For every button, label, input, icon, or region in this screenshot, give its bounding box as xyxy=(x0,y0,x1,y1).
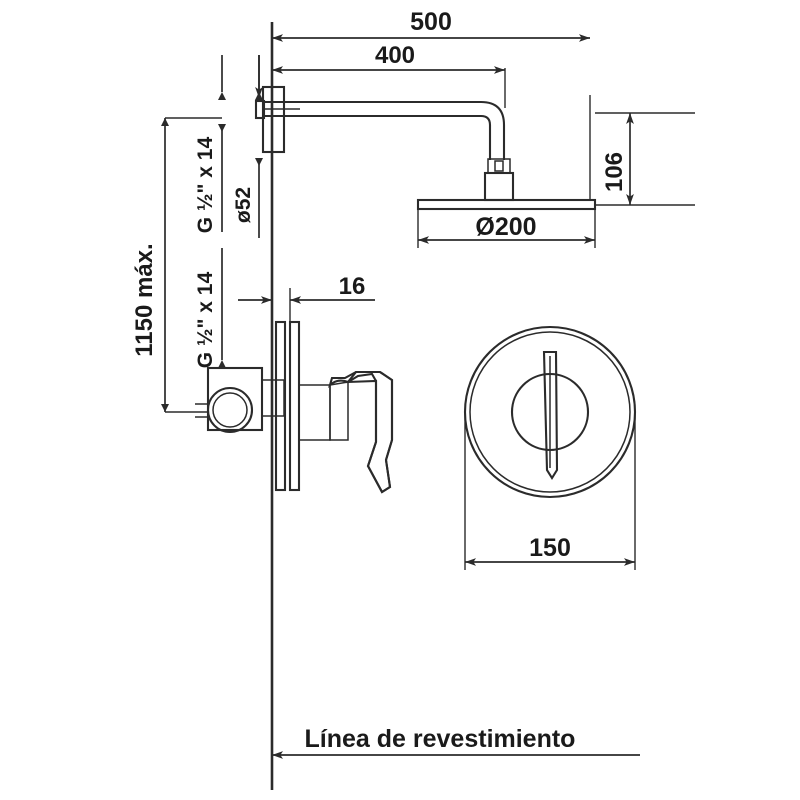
dimension-head-diameter: Ø200 xyxy=(417,209,596,248)
shower-head-disc xyxy=(416,198,597,211)
dimension-16-label: 16 xyxy=(339,273,366,300)
dimension-400-label: 400 xyxy=(375,42,415,69)
dimension-thread-upper-label: G ½" x 14 xyxy=(194,137,217,234)
dimension-thread-lower: G ½" x 14 xyxy=(194,248,226,368)
dimension-flange-diameter-label: ø52 xyxy=(232,187,255,223)
mixer-lever-handle[interactable] xyxy=(328,370,394,494)
dimension-400: 400 xyxy=(272,42,506,108)
dimension-head-diameter-label: Ø200 xyxy=(475,213,536,241)
shower-arm xyxy=(263,100,506,160)
mixer-stem xyxy=(298,384,331,441)
dimension-500: 500 xyxy=(272,8,591,200)
front-lever-handle[interactable] xyxy=(542,350,559,480)
mixer-inlet-port xyxy=(206,386,254,434)
mixer-escutcheon-plate xyxy=(274,320,301,492)
finish-line-label: Línea de revestimiento xyxy=(305,725,576,753)
dimension-500-label: 500 xyxy=(410,8,452,36)
dimension-106: 106 xyxy=(595,112,695,206)
dimension-150-label: 150 xyxy=(529,534,571,562)
dimension-16: 16 xyxy=(238,273,375,324)
concealed-mixer-body xyxy=(195,366,285,434)
dimension-150: 150 xyxy=(464,412,636,570)
dimension-thread-upper: G ½" x 14 xyxy=(165,55,226,233)
shower-head-connector xyxy=(483,158,515,202)
wall-flange xyxy=(254,85,286,154)
front-elevation-view xyxy=(463,325,637,499)
dimension-max-height-label: 1150 máx. xyxy=(131,243,158,356)
dimension-flange-diameter: ø52 xyxy=(232,55,263,238)
dimension-thread-lower-label: G ½" x 14 xyxy=(194,272,217,369)
dimension-max-height: 1150 máx. xyxy=(131,118,208,413)
dimension-106-label: 106 xyxy=(601,152,628,192)
finish-line-callout: Línea de revestimiento xyxy=(272,725,640,759)
